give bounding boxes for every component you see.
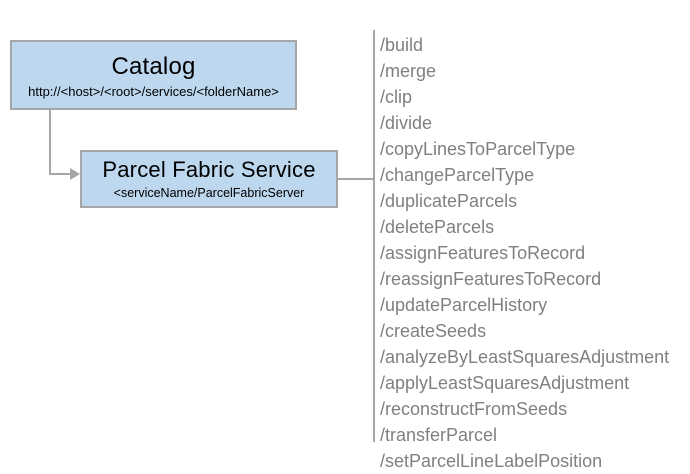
operation-item[interactable]: /applyLeastSquaresAdjustment (380, 373, 630, 393)
operation-item[interactable]: /transferParcel (380, 425, 498, 445)
operation-item[interactable]: /assignFeaturesToRecord (380, 243, 586, 263)
operations-list: /build/merge/clip/divide/copyLinesToParc… (380, 32, 685, 474)
node-parcel-fabric-service[interactable]: Parcel Fabric Service <serviceName/Parce… (80, 150, 338, 208)
node-catalog-subtitle: http://<host>/<root>/services/<folderNam… (28, 83, 279, 99)
operation-item[interactable]: /build (380, 35, 424, 55)
operation-item[interactable]: /divide (380, 113, 433, 133)
connector-catalog-horizontal-segment (49, 173, 73, 175)
connector-catalog-vertical-segment (49, 110, 51, 174)
operation-item[interactable]: /duplicateParcels (380, 191, 518, 211)
operation-item[interactable]: /copyLinesToParcelType (380, 139, 576, 159)
connector-service-to-operations (338, 178, 374, 180)
operation-item[interactable]: /createSeeds (380, 321, 487, 341)
operation-item[interactable]: /setParcelLineLabelPosition (380, 451, 603, 471)
operation-item[interactable]: /updateParcelHistory (380, 295, 548, 315)
node-parcel-fabric-service-subtitle: <serviceName/ParcelFabricServer (113, 185, 305, 200)
operation-item[interactable]: /reconstructFromSeeds (380, 399, 568, 419)
arrowhead-icon (70, 168, 80, 180)
node-catalog-title: Catalog (111, 52, 196, 80)
operation-item[interactable]: /reassignFeaturesToRecord (380, 269, 602, 289)
operation-item[interactable]: /merge (380, 61, 437, 81)
operation-item[interactable]: /clip (380, 87, 413, 107)
node-parcel-fabric-service-title: Parcel Fabric Service (102, 156, 316, 182)
node-catalog[interactable]: Catalog http://<host>/<root>/services/<f… (10, 40, 297, 110)
operation-item[interactable]: /changeParcelType (380, 165, 535, 185)
operation-item[interactable]: /analyzeByLeastSquaresAdjustment (380, 347, 670, 367)
operations-divider-line (373, 30, 375, 442)
operation-item[interactable]: /deleteParcels (380, 217, 495, 237)
diagram-canvas: Catalog http://<host>/<root>/services/<f… (10, 30, 669, 471)
